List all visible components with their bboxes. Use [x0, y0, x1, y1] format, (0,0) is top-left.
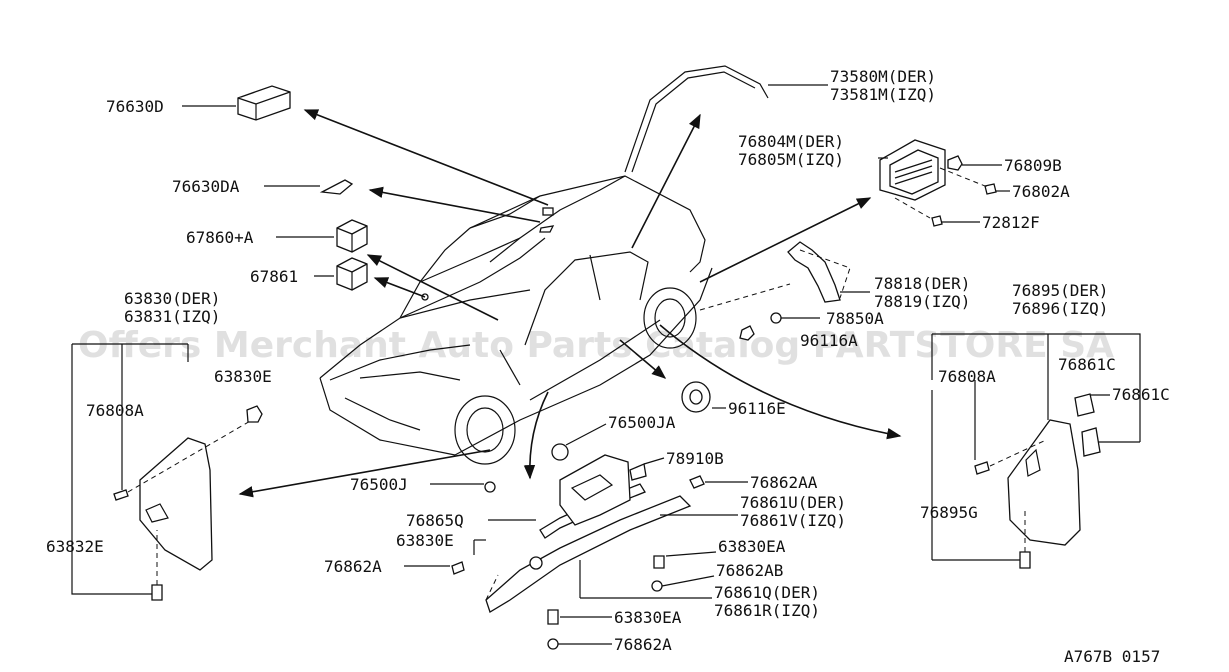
cube-67860a — [336, 219, 368, 253]
label-73580m: 73580M(DER) — [830, 67, 936, 86]
watermark: Offers Merchant Auto Parts Catalog PARTS… — [78, 325, 1114, 366]
label-76895g: 76895G — [920, 503, 978, 522]
emblem-76630d — [237, 85, 291, 121]
label-76865q: 76865Q — [406, 511, 464, 530]
label-78819: 78819(IZQ) — [874, 292, 970, 311]
mud-flap-right — [1007, 419, 1081, 546]
part-labels: 73580M(DER) 73581M(IZQ) 76630D 76804M(DE… — [46, 67, 1170, 666]
label-76630da: 76630DA — [172, 177, 240, 196]
label-76861q: 76861Q(DER) — [714, 583, 820, 602]
air-vent-76804m — [879, 139, 946, 201]
bracket-78818 — [787, 241, 841, 303]
sill-bracket-76865q — [559, 454, 631, 526]
label-72812f: 72812F — [982, 213, 1040, 232]
label-76861v: 76861V(IZQ) — [740, 511, 846, 530]
label-76808a-right: 76808A — [938, 367, 996, 386]
grommet-96116e — [681, 381, 711, 413]
label-78850a: 78850A — [826, 309, 884, 328]
label-78818: 78818(DER) — [874, 274, 970, 293]
label-76500ja: 76500JA — [608, 413, 676, 432]
diagram-code: A767B 0157 — [1064, 647, 1160, 666]
label-76809b: 76809B — [1004, 156, 1062, 175]
label-76896: 76896(IZQ) — [1012, 299, 1108, 318]
label-67861: 67861 — [250, 267, 298, 286]
label-76861u: 76861U(DER) — [740, 493, 846, 512]
label-63832e: 63832E — [46, 537, 104, 556]
label-76862a-bottom: 76862A — [614, 635, 672, 654]
label-76804m: 76804M(DER) — [738, 132, 844, 151]
mud-flap-left — [139, 437, 213, 571]
roof-drip-moulding — [624, 65, 769, 173]
label-76895-der: 76895(DER) — [1012, 281, 1108, 300]
cube-67861 — [336, 257, 368, 291]
label-63830: 63830(DER) — [124, 289, 220, 308]
label-76500j: 76500J — [350, 475, 408, 494]
label-96116a: 96116A — [800, 331, 858, 350]
label-76862aa: 76862AA — [750, 473, 818, 492]
label-63831: 63831(IZQ) — [124, 307, 220, 326]
label-76630d: 76630D — [106, 97, 164, 116]
label-76805m: 76805M(IZQ) — [738, 150, 844, 169]
label-76862a-mid: 76862A — [324, 557, 382, 576]
car-illustration — [319, 175, 713, 465]
label-76808a-left: 76808A — [86, 401, 144, 420]
label-67860a: 67860+A — [186, 228, 254, 247]
label-76862ab: 76862AB — [716, 561, 783, 580]
label-96116e: 96116E — [728, 399, 786, 418]
label-63830e-mid: 63830E — [396, 531, 454, 550]
label-76861r: 76861R(IZQ) — [714, 601, 820, 620]
label-76861c-a: 76861C — [1058, 355, 1116, 374]
label-63830e-left: 63830E — [214, 367, 272, 386]
label-73581m: 73581M(IZQ) — [830, 85, 936, 104]
label-78910b: 78910B — [666, 449, 724, 468]
label-76861c-b: 76861C — [1112, 385, 1170, 404]
emblem-76630da — [319, 179, 354, 195]
label-63830ea-b: 63830EA — [614, 608, 682, 627]
label-76802a: 76802A — [1012, 182, 1070, 201]
label-63830ea-a: 63830EA — [718, 537, 786, 556]
